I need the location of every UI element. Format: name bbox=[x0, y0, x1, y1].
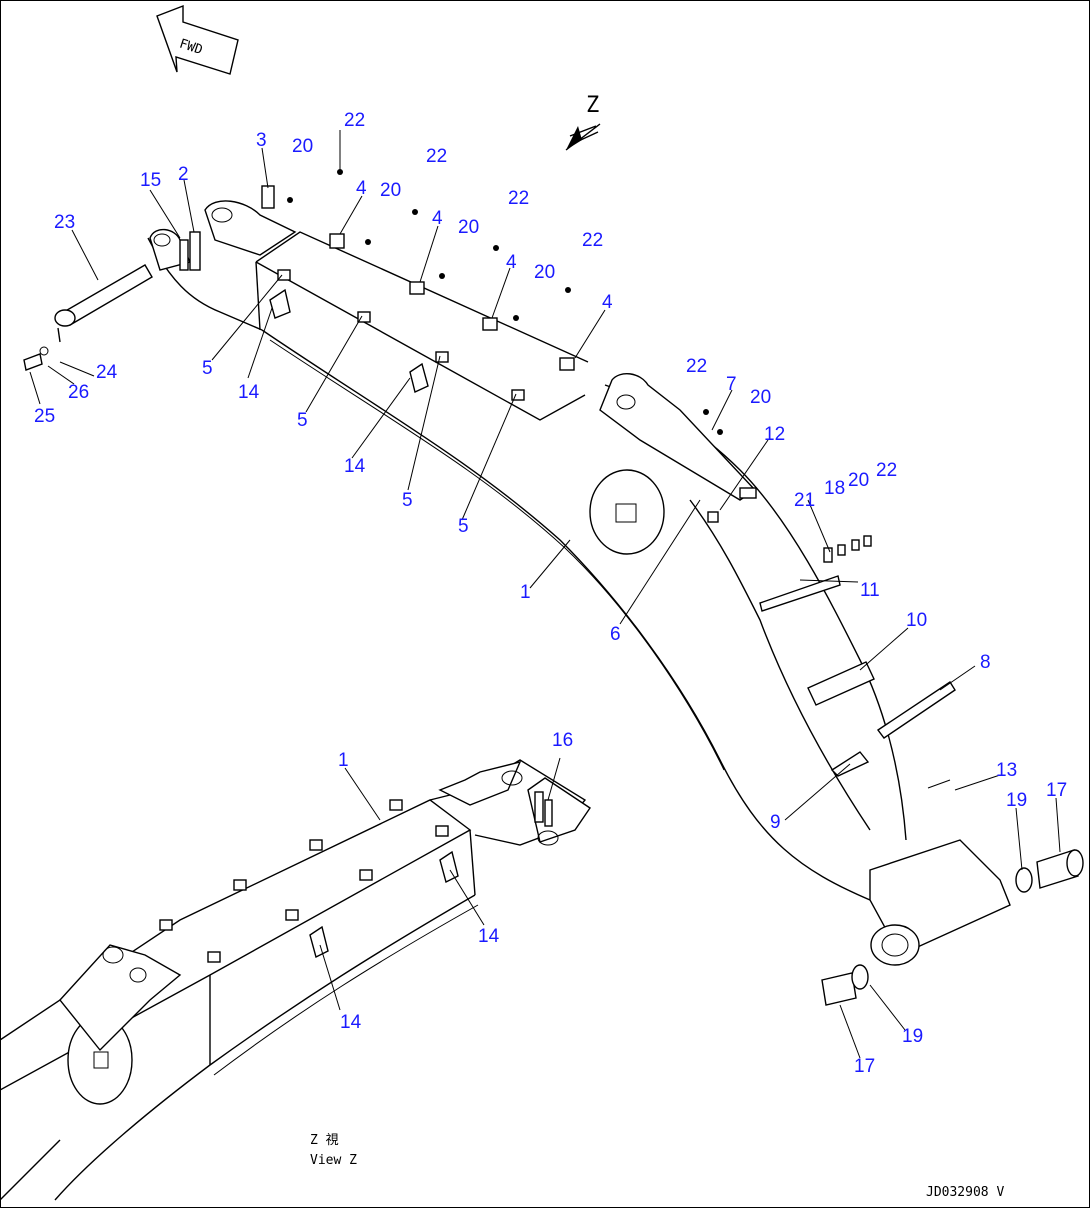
callout-20: 20 bbox=[750, 387, 771, 408]
callout-22: 22 bbox=[426, 146, 447, 167]
view-caption-line1: Z 視 bbox=[310, 1133, 339, 1148]
callout-20: 20 bbox=[380, 180, 401, 201]
view-z-marker: Z bbox=[565, 93, 601, 151]
callout-12: 12 bbox=[764, 424, 785, 445]
view-caption-line2: View Z bbox=[310, 1153, 357, 1168]
callout-8: 8 bbox=[980, 652, 991, 673]
callout-14: 14 bbox=[478, 926, 500, 947]
callout-25: 25 bbox=[34, 406, 55, 427]
callout-17: 17 bbox=[854, 1056, 875, 1077]
callout-23: 23 bbox=[54, 212, 75, 233]
callout-10: 10 bbox=[906, 610, 927, 631]
boom-view-z bbox=[0, 759, 591, 1201]
callout-19: 19 bbox=[1006, 790, 1027, 811]
callout-24: 24 bbox=[96, 362, 118, 383]
callout-21: 21 bbox=[794, 490, 815, 511]
callout-5: 5 bbox=[202, 358, 213, 379]
callout-22: 22 bbox=[686, 356, 707, 377]
callout-22: 22 bbox=[508, 188, 529, 209]
callout-17: 17 bbox=[1046, 780, 1067, 801]
callout-4: 4 bbox=[356, 178, 367, 199]
callout-6: 6 bbox=[610, 624, 621, 645]
callout-14: 14 bbox=[238, 382, 260, 403]
callout-19: 19 bbox=[902, 1026, 923, 1047]
callout-20: 20 bbox=[534, 262, 555, 283]
callout-1: 1 bbox=[520, 582, 531, 603]
callout-22: 22 bbox=[876, 460, 897, 481]
callout-20: 20 bbox=[458, 217, 479, 238]
callout-4: 4 bbox=[432, 208, 443, 229]
view-arrow-icon bbox=[565, 123, 601, 151]
callout-16: 16 bbox=[552, 730, 573, 751]
callout-18: 18 bbox=[824, 478, 845, 499]
drawing-id: JD032908 V bbox=[926, 1185, 1004, 1200]
callout-20: 20 bbox=[848, 470, 869, 491]
callout-4: 4 bbox=[602, 292, 613, 313]
callout-5: 5 bbox=[458, 516, 469, 537]
callout-22: 22 bbox=[344, 110, 365, 131]
callout-15: 15 bbox=[140, 170, 161, 191]
view-z-letter: Z bbox=[586, 93, 599, 118]
callout-14: 14 bbox=[340, 1012, 362, 1033]
callouts: 22 22 22 22 22 22 20 20 20 20 20 20 3 2 … bbox=[34, 110, 1067, 1077]
callout-22: 22 bbox=[582, 230, 603, 251]
callout-20: 20 bbox=[292, 136, 313, 157]
callout-7: 7 bbox=[726, 374, 737, 395]
fwd-label: FWD bbox=[177, 37, 204, 59]
boom-main bbox=[23, 169, 1084, 1006]
callout-14: 14 bbox=[344, 456, 366, 477]
callout-13: 13 bbox=[996, 760, 1017, 781]
leader-lines bbox=[29, 130, 1061, 1059]
callout-4: 4 bbox=[506, 252, 517, 273]
fwd-arrow-icon: FWD bbox=[156, 4, 239, 75]
callout-5: 5 bbox=[297, 410, 308, 431]
callout-3: 3 bbox=[256, 130, 267, 151]
callout-9: 9 bbox=[770, 812, 781, 833]
callout-26: 26 bbox=[68, 382, 89, 403]
callout-5: 5 bbox=[402, 490, 413, 511]
callout-11: 11 bbox=[860, 580, 880, 601]
callout-2: 2 bbox=[178, 164, 189, 185]
callout-1: 1 bbox=[338, 750, 349, 771]
